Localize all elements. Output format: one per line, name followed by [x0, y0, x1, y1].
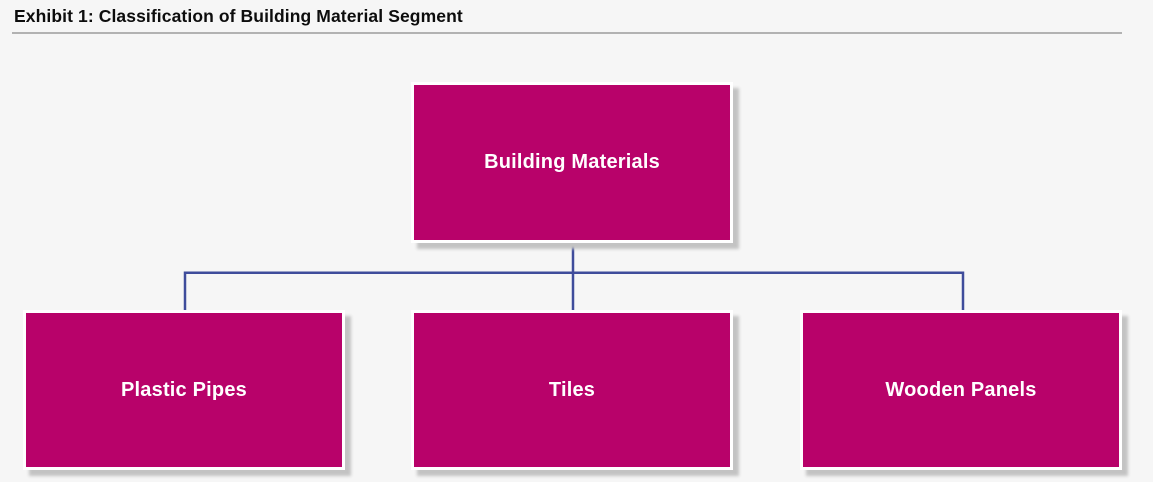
node-tiles-label: Tiles	[548, 378, 596, 401]
node-wooden-panels-label: Wooden Panels	[885, 378, 1037, 401]
node-building-materials-label: Building Materials	[484, 151, 660, 173]
node-wooden-panels: Wooden Panels	[800, 310, 1122, 470]
title-underline-rule	[12, 32, 1122, 34]
node-building-materials: Building Materials	[411, 82, 733, 243]
node-tiles: Tiles	[411, 310, 733, 470]
node-plastic-pipes: Plastic Pipes	[23, 310, 345, 470]
exhibit-title: Exhibit 1: Classification of Building Ma…	[14, 6, 463, 26]
node-plastic-pipes-label: Plastic Pipes	[121, 378, 247, 401]
